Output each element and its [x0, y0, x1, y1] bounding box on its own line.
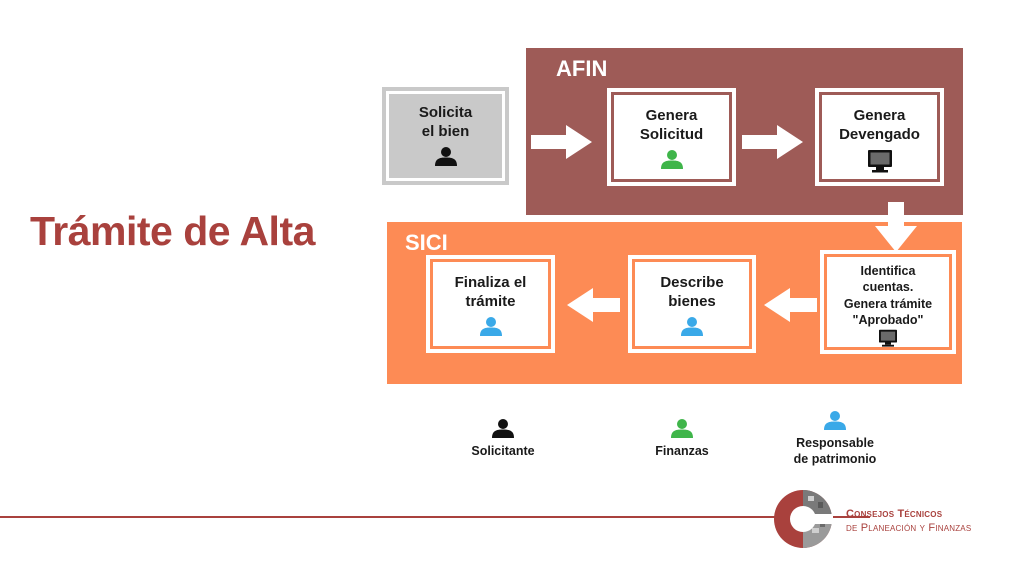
sici-label: SICI — [405, 230, 448, 255]
computer-monitor-icon — [867, 149, 892, 172]
step-describe-label: Describe bienes — [660, 274, 724, 310]
step-genera-devengado: Genera Devengado — [815, 88, 944, 186]
step-identifica-cuentas: Identifica cuentas. Genera trámite "Apro… — [820, 250, 956, 354]
arrow-down — [875, 202, 917, 252]
legend-responsable-label: Responsable de patrimonio — [793, 436, 877, 467]
step-finaliza-label: Finaliza el trámite — [454, 274, 527, 310]
legend-solicitante-label: Solicitante — [471, 444, 535, 458]
step-solicita-el-bien: Solicita el bien — [382, 87, 509, 185]
arrow-left-1 — [764, 288, 817, 322]
legend-finanzas: Finanzas — [637, 418, 727, 459]
responsable-user-icon — [824, 411, 846, 430]
step-finaliza-tramite: Finaliza el trámite — [426, 255, 555, 353]
responsable-user-icon — [681, 316, 703, 336]
solicitante-user-icon — [434, 146, 457, 166]
legend-solicitante: Solicitante — [458, 418, 548, 459]
step-genera-solicitud: Genera Solicitud — [607, 88, 736, 186]
arrow-right-2 — [742, 125, 803, 159]
page-title: Trámite de Alta — [30, 208, 315, 254]
responsable-user-icon — [479, 316, 502, 336]
afin-label: AFIN — [556, 56, 608, 81]
logo-text: Consejos Técnicos de Planeación y Finanz… — [846, 508, 971, 536]
legend-responsable: Responsable de patrimonio — [775, 410, 895, 468]
step-genera-solicitud-label: Genera Solicitud — [639, 107, 704, 143]
arrow-right-1 — [531, 125, 592, 159]
step-genera-devengado-label: Genera Devengado — [839, 107, 920, 143]
logo-line-2: de Planeación y Finanzas — [846, 521, 972, 534]
computer-monitor-icon — [879, 329, 897, 347]
footer-divider — [0, 516, 870, 518]
solicitante-user-icon — [492, 419, 514, 438]
logo-line-1: Consejos Técnicos — [846, 508, 943, 520]
finanzas-user-icon — [660, 149, 683, 169]
step-solicita-label: Solicita el bien — [418, 104, 473, 140]
consejos-tecnicos-logo-icon — [774, 490, 833, 548]
step-describe-bienes: Describe bienes — [628, 255, 756, 353]
finanzas-user-icon — [671, 419, 693, 438]
step-identifica-label: Identifica cuentas. Genera trámite "Apro… — [843, 264, 933, 327]
arrow-left-2 — [567, 288, 620, 322]
legend-finanzas-label: Finanzas — [655, 444, 709, 458]
